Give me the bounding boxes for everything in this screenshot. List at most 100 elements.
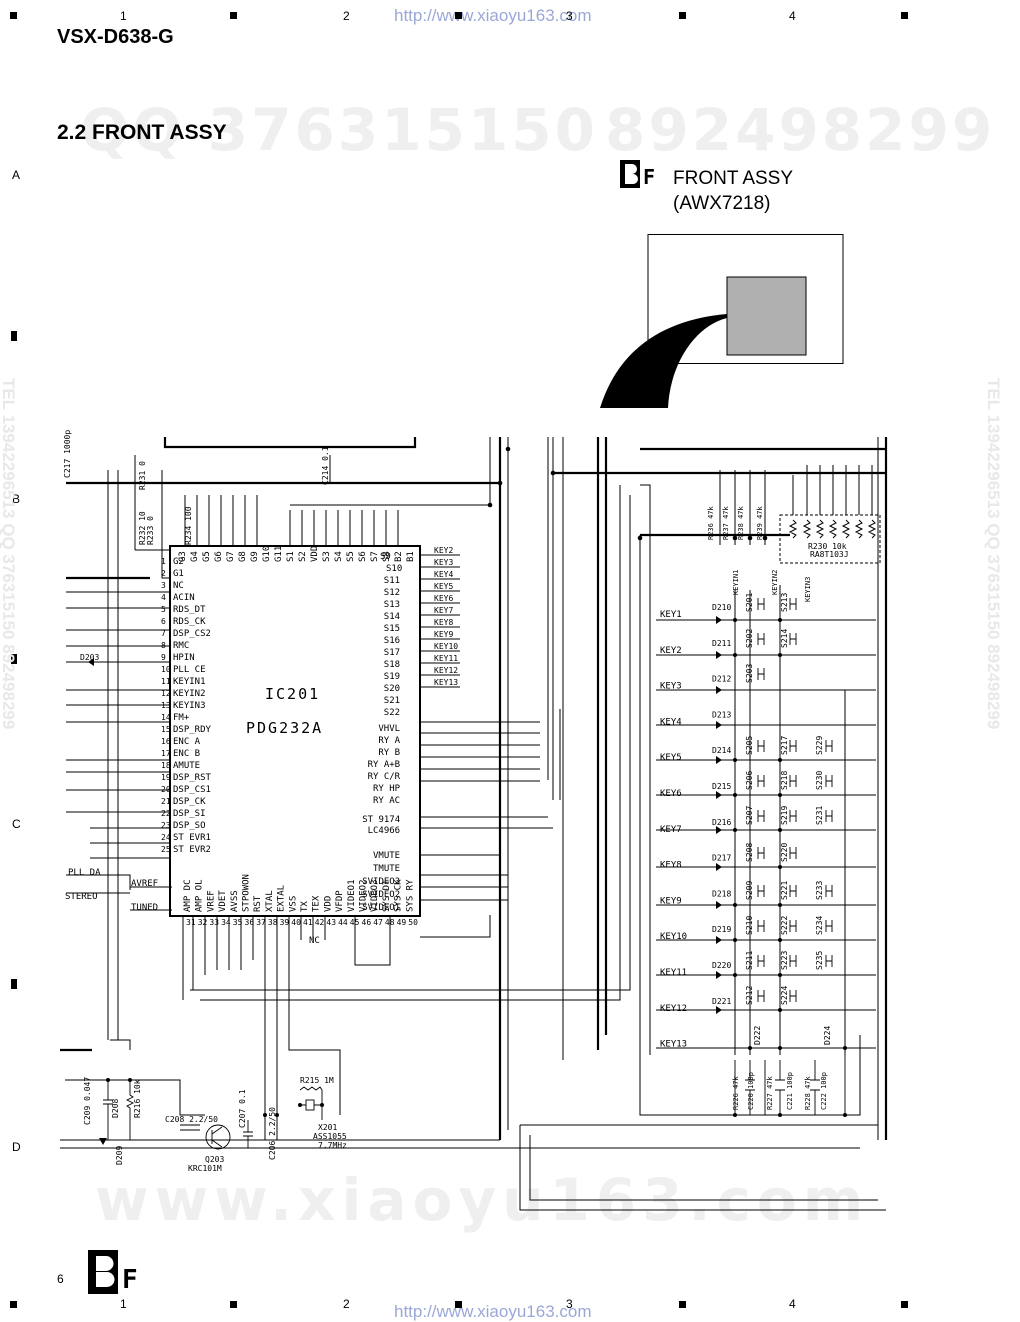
ic-pin-top: G8 — [238, 551, 248, 562]
switch-label: S209 — [745, 881, 754, 900]
label-c222: C222 100p — [820, 1072, 828, 1110]
grid-mark — [901, 1301, 908, 1308]
switch-label: S208 — [745, 843, 754, 862]
ic-pin-bottom: SYS RY — [405, 879, 415, 912]
ic-pin-right: RY A — [378, 736, 400, 746]
key-net-label: KEY9 — [434, 630, 453, 639]
ic-pin-right: S9 — [380, 552, 391, 562]
ic-pin-right: LC4966 — [368, 826, 401, 836]
ic-pin-left: DSP_RDY — [173, 725, 212, 735]
ic-pin-bottom: TEX — [312, 895, 322, 912]
ic-pin-top: G9 — [250, 551, 260, 562]
label-q203-part: KRC101M — [188, 1164, 222, 1173]
switch-label: S231 — [815, 806, 824, 825]
ic-pin-number: 22 — [161, 809, 171, 818]
grid-row-b: B — [12, 492, 21, 506]
label-r237: R237 47k — [722, 505, 730, 540]
ic-pin-number: 20 — [161, 785, 171, 794]
switch-label: S214 — [780, 629, 789, 648]
switch-label: S202 — [745, 629, 754, 648]
ic-pin-number: 23 — [161, 821, 171, 830]
ic-pin-number: 31 — [186, 918, 196, 927]
key-net-label: KEY7 — [434, 606, 453, 615]
grid-mark — [10, 1301, 17, 1308]
ic-pin-left: DSP_CS1 — [173, 785, 211, 795]
model-number: VSX-D638-G — [57, 26, 174, 48]
ic-pin-right: S16 — [384, 636, 400, 646]
ic-pin-bottom: VIDEO1 — [347, 879, 357, 912]
ic-pin-number: 25 — [161, 845, 171, 854]
grid-mark — [901, 12, 908, 19]
key-net-label: KEY4 — [434, 570, 453, 579]
ic-pin-left: KEYIN1 — [173, 677, 206, 687]
key-line-label: KEY2 — [660, 646, 682, 656]
label-d224: D224 — [823, 1026, 832, 1045]
label-d208: D208 — [111, 1099, 120, 1118]
label-x201-freq: 7.7MHz — [318, 1141, 347, 1150]
label-d222: D222 — [753, 1026, 762, 1045]
ic-pin-bottom: AMP OL — [195, 879, 205, 912]
switch-label: S218 — [780, 771, 789, 790]
grid-mark — [230, 1301, 237, 1308]
ic-pin-number: 40 — [291, 918, 301, 927]
ic-pin-number: 8 — [161, 641, 166, 650]
ic-pin-right: SVIDEO2 — [362, 890, 400, 900]
label-c220: C220 100p — [747, 1072, 755, 1110]
label-c206: C206 2.2/50 — [268, 1107, 277, 1160]
ic-pin-number: 35 — [233, 918, 243, 927]
label-r228: R228 47k — [804, 1075, 812, 1110]
switch-label: S230 — [815, 771, 824, 790]
switch-label: S207 — [745, 806, 754, 825]
ic-pin-top: G3 — [178, 551, 188, 562]
ic-left-pins: G21G12NC3ACIN4RDS_DT5RDS_CK6DSP_CS27RMC8… — [161, 557, 212, 855]
signal-avref: AVREF — [131, 879, 158, 889]
label-r238: R238 47k — [737, 505, 745, 540]
grid-col-4-bottom: 4 — [789, 1297, 796, 1311]
ic-pin-bottom: TX — [300, 901, 310, 912]
key-diode-label: D210 — [712, 603, 731, 612]
ic-right-pins: S9S10S11S12S13S14S15S16S17S18S19S20S21S2… — [362, 552, 402, 913]
ic-pin-top: S5 — [346, 551, 356, 562]
ic-pin-right: S15 — [384, 624, 400, 634]
section-title: 2.2 FRONT ASSY — [57, 121, 227, 144]
key-net-label: KEY11 — [434, 654, 458, 663]
assy-part: (AWX7218) — [673, 193, 771, 214]
ic-pin-left: DSP_SO — [173, 821, 206, 831]
label-r231: R231 0 — [138, 461, 147, 490]
ic-pin-top: S8 — [382, 551, 392, 562]
key-net-label: KEY8 — [434, 618, 453, 627]
ic-pin-number: 15 — [161, 725, 171, 734]
ic-pin-number: 14 — [161, 713, 171, 722]
label-r227: R227 47k — [766, 1075, 774, 1110]
grid-mark — [230, 12, 237, 19]
url-watermark-top: http://www.xiaoyu163.com — [394, 6, 592, 25]
switch-label: S212 — [745, 986, 754, 1005]
watermark-side-left: TEL 13942296513 QQ 376315150 892498299 — [0, 378, 18, 730]
switch-label: S210 — [745, 916, 754, 935]
keyin3-label: KEYIN3 — [804, 577, 812, 602]
ic-pin-left: RMC — [173, 641, 189, 651]
key-net-label: KEY10 — [434, 642, 458, 651]
label-d203: D203 — [80, 653, 99, 662]
grid-row-a: A — [12, 168, 21, 182]
ic-pin-number: 18 — [161, 761, 171, 770]
switch-label: S201 — [745, 593, 754, 612]
ic-pin-number: 34 — [221, 918, 231, 927]
page-number: 6 — [57, 1272, 64, 1286]
url-watermark-bottom: http://www.xiaoyu163.com — [394, 1302, 592, 1321]
ic-pin-number: 42 — [315, 918, 325, 927]
label-ra8t103j: RA8T103J — [810, 550, 849, 559]
key-line-label: KEY13 — [660, 1040, 687, 1050]
label-d209: D209 — [115, 1146, 124, 1165]
grid-mark — [11, 654, 17, 664]
grid-mark — [679, 1301, 686, 1308]
grid-row-c: C — [12, 817, 21, 831]
grid-col-3: 3 — [566, 9, 573, 23]
label-c207: C207 0.1 — [238, 1089, 247, 1128]
ic-pin-top: B1 — [406, 551, 416, 562]
key-diode-label: D220 — [712, 961, 731, 970]
ic-pin-right: RY C/R — [368, 772, 401, 782]
ic-pin-left: ACIN — [173, 593, 195, 603]
grid-mark — [10, 12, 17, 19]
